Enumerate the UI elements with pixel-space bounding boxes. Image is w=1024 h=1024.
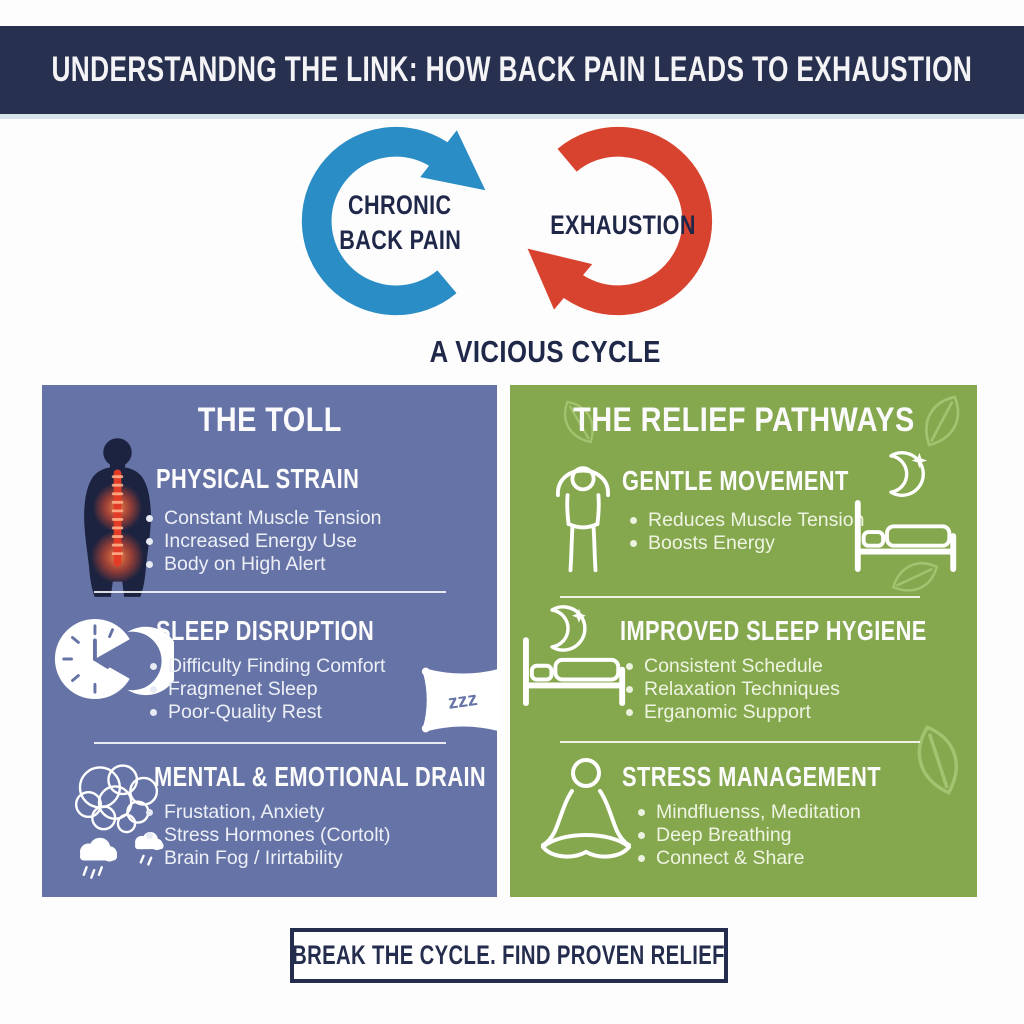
list-item: Poor-Quality Rest — [150, 701, 385, 724]
bullet-dot-icon — [630, 517, 637, 524]
vicious-cycle-caption: A VICIOUS CYCLE — [429, 334, 661, 369]
section-divider — [560, 741, 920, 743]
bullet-dot-icon — [146, 809, 153, 816]
exhaustion-label: EXHAUSTION — [550, 210, 696, 240]
toll-panel: THE TOLL — [42, 385, 505, 897]
toll-panel-title: THE TOLL — [197, 401, 342, 439]
list-item: Consistent Schedule — [626, 655, 840, 678]
bullet-dot-icon — [146, 561, 153, 568]
sleep-hygiene-bullets: Consistent Schedule Relaxation Technique… — [626, 655, 840, 724]
bullet-dot-icon — [638, 832, 645, 839]
relief-panel: THE RELIEF PATHWAYS GENTLE MOVEMENT Redu… — [510, 385, 977, 897]
bullet-dot-icon — [146, 515, 153, 522]
mental-drain-heading: MENTAL & EMOTIONAL DRAIN — [154, 761, 487, 792]
exhaustion-cycle-arrow-icon — [527, 126, 713, 316]
list-item: Deep Breathing — [638, 824, 861, 847]
bullet-dot-icon — [638, 855, 645, 862]
moon-over-bed-icon — [523, 605, 626, 707]
bullet-dot-icon — [630, 540, 637, 547]
physical-strain-heading: PHYSICAL STRAIN — [156, 463, 360, 494]
stress-management-bullets: Mindfluenss, Meditation Deep Breathing C… — [638, 801, 861, 870]
meditating-person-icon — [541, 758, 631, 859]
sleep-hygiene-heading: IMPROVED SLEEP HYGIENE — [620, 615, 927, 646]
sleep-disruption-heading: SLEEP DISRUPTION — [156, 615, 375, 646]
bullet-dot-icon — [626, 709, 633, 716]
body-spine-pain-icon — [84, 438, 151, 597]
list-item: Reduces Muscle Tension — [630, 509, 864, 532]
footer-text: BREAK THE CYCLE. FIND PROVEN RELIEF — [292, 940, 726, 970]
list-item: Stress Hormones (Cortolt) — [146, 824, 390, 847]
list-item: Constant Muscle Tension — [146, 507, 382, 530]
stretching-person-icon — [556, 466, 610, 573]
section-divider — [94, 591, 446, 593]
list-item: Boosts Energy — [630, 532, 864, 555]
bullet-dot-icon — [638, 809, 645, 816]
leaf-icon — [925, 395, 960, 447]
bullet-dot-icon — [150, 686, 157, 693]
leaf-icon — [917, 725, 958, 795]
chronic-line2: BACK PAIN — [339, 225, 461, 255]
list-item: Frustation, Anxiety — [146, 801, 390, 824]
bed-icon — [854, 499, 957, 573]
chronic-pain-cycle-arrow-icon — [301, 126, 486, 316]
list-item: Erganomic Support — [626, 701, 840, 724]
leaf-icon — [891, 562, 939, 592]
moon-star-icon — [889, 451, 928, 497]
section-divider — [94, 742, 446, 744]
clock-moon-icon: z — [54, 618, 174, 700]
bullet-dot-icon — [150, 709, 157, 716]
list-item: Increased Energy Use — [146, 530, 382, 553]
pillow-icon: zzz — [421, 667, 505, 733]
list-item: Relaxation Techniques — [626, 678, 840, 701]
list-item: Brain Fog / Irirtability — [164, 847, 343, 869]
list-item: Difficulty Finding Comfort — [150, 655, 385, 678]
title-banner: UNDERSTANDNG THE LINK: HOW BACK PAIN LEA… — [0, 26, 1024, 119]
mental-drain-bullets: Frustation, Anxiety Stress Hormones (Cor… — [146, 801, 390, 870]
stress-management-heading: STRESS MANAGEMENT — [622, 761, 882, 792]
sleep-disruption-bullets: Difficulty Finding Comfort Fragmenet Sle… — [150, 655, 385, 724]
list-item: Body on High Alert — [146, 553, 382, 576]
pillow-zzz-text: zzz — [447, 688, 479, 714]
bullet-dot-icon — [150, 663, 157, 670]
bullet-dot-icon — [146, 538, 153, 545]
cycle-diagram: CHRONIC BACK PAIN EXHAUSTION A VICIOUS C… — [0, 112, 1024, 382]
list-item: Connect & Share — [638, 847, 861, 870]
section-divider — [560, 596, 920, 598]
bullet-dot-icon — [146, 832, 153, 839]
bullet-dot-icon — [626, 686, 633, 693]
list-item: Fragmenet Sleep — [150, 678, 385, 701]
footer-banner: BREAK THE CYCLE. FIND PROVEN RELIEF — [290, 928, 728, 983]
list-item: Mindfluenss, Meditation — [638, 801, 861, 824]
relief-panel-title: THE RELIEF PATHWAYS — [572, 401, 915, 439]
gentle-movement-bullets: Reduces Muscle Tension Boosts Energy — [630, 509, 864, 555]
bullet-dot-icon — [626, 663, 633, 670]
chronic-line1: CHRONIC — [348, 190, 452, 220]
gentle-movement-heading: GENTLE MOVEMENT — [622, 465, 849, 496]
main-title: UNDERSTANDNG THE LINK: HOW BACK PAIN LEA… — [51, 50, 973, 89]
physical-strain-bullets: Constant Muscle Tension Increased Energy… — [146, 507, 382, 576]
leaf-icon — [564, 400, 594, 444]
chronic-back-pain-label: CHRONIC BACK PAIN — [320, 190, 480, 260]
